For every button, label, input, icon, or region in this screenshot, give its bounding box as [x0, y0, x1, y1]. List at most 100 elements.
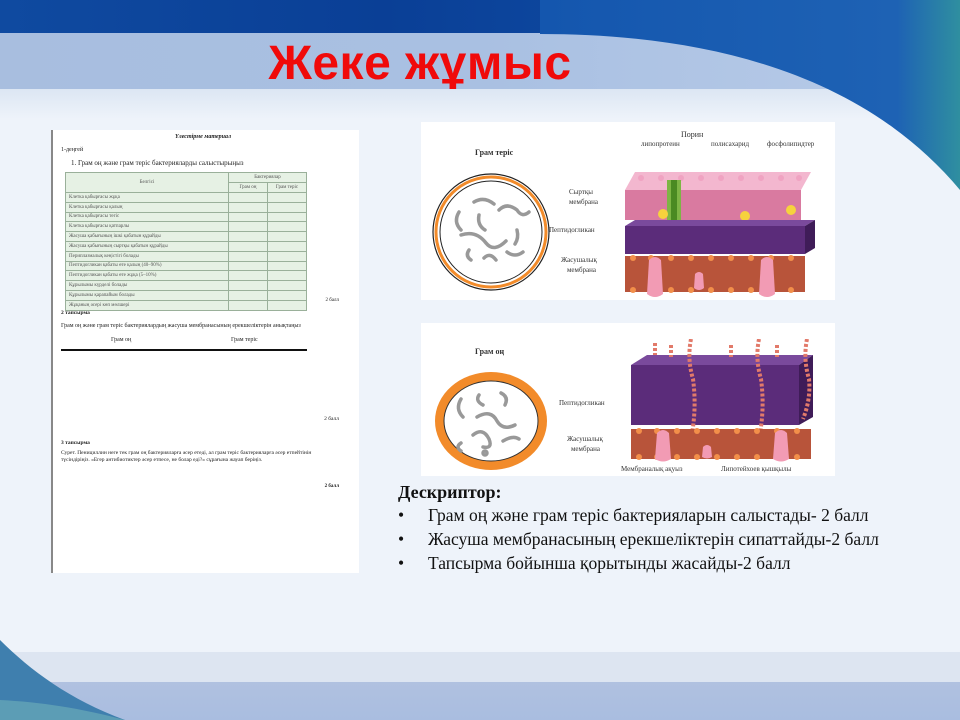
footer-wave-decoration [0, 640, 125, 720]
table-cell [267, 270, 307, 282]
title-band-shade [0, 89, 960, 119]
table-cell [267, 240, 307, 252]
table-cell: Жасуша қабығының ішкі қабатын құрайды [65, 231, 229, 242]
table-cell: Пептидогликан қабаты өте жұқа (5–10%) [65, 270, 229, 282]
worksheet-preview: Үлестірме материал 1-деңгей 1. Грам оң ж… [51, 130, 359, 573]
table-row: Жасуша қабығының ішкі қабатын құрайды [65, 231, 307, 242]
table-cell: Жасуша қабығының сыртқы қабатын құрайды [65, 240, 229, 252]
bullet-icon: • [398, 505, 405, 525]
table-header-gram-positive: Грам оң [228, 182, 268, 193]
outer-membrane-label-1: Сыртқы [569, 188, 593, 196]
table-row: Периплазмалық кеңістігі болады [65, 250, 307, 262]
gram-positive-figure: Грам оң Пептидогликан Жасушалық мембрана… [421, 323, 835, 476]
descriptor-item-text: Тапсырма бойынша қорытынды жасайды-2 бал… [428, 553, 791, 573]
descriptor-item-text: Грам оң және грам теріс бактерияларын са… [428, 505, 869, 525]
table-cell [228, 192, 268, 203]
worksheet-section-2: 2 тапсырма [61, 310, 90, 316]
table-cell: Клетка қабырғасы жұқа [65, 192, 229, 203]
table-cell: Клетка қабырғасы тегіс [65, 211, 229, 223]
gram-negative-cell-icon [432, 173, 550, 291]
worksheet-score-3: 2 балл [324, 484, 339, 489]
table-cell: Пептидогликан қабаты өте қалың (40–90%) [65, 260, 229, 272]
footer-band-light [0, 652, 960, 682]
descriptor-item: • Тапсырма бойынша қорытынды жасайды-2 б… [398, 551, 938, 575]
cell-membrane-label-1: Жасушалық [567, 435, 603, 443]
outer-membrane-label-2: мембрана [569, 198, 598, 206]
gram-positive-cell-icon [435, 372, 547, 470]
phospholipids-label: фосфолипидтер [767, 140, 815, 148]
worksheet-divider [61, 349, 307, 351]
worksheet-section-3: 3 тапсырма [61, 440, 90, 446]
cell-membrane-label-2: мембрана [571, 445, 600, 453]
gram-negative-figure: Грам теріс Порин липопротеин полисахарид… [421, 122, 835, 300]
membrane-protein-label: Мембраналық ақуыз [621, 465, 683, 473]
worksheet-section-1: 1-деңгей [61, 147, 84, 153]
worksheet-score-2: 2 балл [324, 416, 339, 422]
lipoprotein-label: липопротеин [641, 140, 680, 148]
descriptor-item: • Жасуша мембранасының ерекшеліктерін си… [398, 527, 938, 551]
table-row: Клетка қабырғасы қатпарлы [65, 221, 307, 233]
table-cell [267, 192, 307, 203]
peptidoglycan-label: Пептидогликан [559, 399, 605, 407]
table-cell [267, 280, 307, 291]
descriptor-item-text: Жасуша мембранасының ерекшеліктерін сипа… [428, 529, 879, 549]
table-cell: Құрылымы қарапайым болады [65, 289, 229, 301]
descriptor-block: Дескриптор: • Грам оң және грам теріс ба… [398, 481, 938, 575]
table-cell [228, 270, 268, 282]
table-cell [267, 201, 307, 213]
table-cell [267, 250, 307, 262]
table-row: Жұқаның әсері көп мөлшері [65, 299, 307, 311]
slide-title: Жеке жұмыс [268, 37, 572, 90]
table-cell [267, 221, 307, 233]
table-cell [267, 299, 307, 311]
table-cell [228, 211, 268, 223]
table-row: Құрылымы күрделі болады [65, 280, 307, 291]
peptidoglycan-label: Пептидогликан [549, 226, 595, 234]
bullet-icon: • [398, 553, 405, 573]
table-cell [228, 231, 268, 242]
table-row: Пептидогликан қабаты өте жұқа (5–10%) [65, 270, 307, 282]
porin-label: Порин [681, 130, 704, 139]
gram-positive-membrane-icon [631, 339, 813, 462]
worksheet-question-2: Грам оң және грам теріс бактериялардың ж… [61, 323, 301, 329]
gram-positive-label: Грам оң [475, 347, 505, 356]
table-cell [228, 201, 268, 213]
descriptor-item: • Грам оң және грам теріс бактерияларын … [398, 503, 938, 527]
table-row: Клетка қабырғасы қалың [65, 201, 307, 213]
cell-membrane-label-2: мембрана [567, 266, 596, 274]
table-cell [267, 211, 307, 223]
descriptor-heading: Дескриптор: [398, 482, 502, 502]
table-row: Клетка қабырғасы жұқа [65, 192, 307, 203]
table-cell: Құрылымы күрделі болады [65, 280, 229, 291]
corner-wave-decoration [540, 0, 960, 190]
worksheet-question-3: Сурет. Пенициллин неге тек грам оң бакте… [61, 450, 312, 463]
table-row: Жасуша қабығының сыртқы қабатын құрайды [65, 240, 307, 252]
footer-band [0, 682, 960, 720]
table-cell: Клетка қабырғасы қатпарлы [65, 221, 229, 233]
table-header-gram-negative: Грам теріс [267, 182, 307, 193]
worksheet-question-1: 1. Грам оң және грам теріс бактерияларды… [71, 159, 244, 167]
table-header-group: Бактериялар [228, 172, 307, 183]
worksheet-column-gram-negative: Грам теріс [231, 337, 258, 343]
table-cell [228, 299, 268, 311]
table-row: Пептидогликан қабаты өте қалың (40–90%) [65, 260, 307, 272]
table-cell: Жұқаның әсері көп мөлшері [65, 299, 229, 311]
lipoteichoic-acid-label: Липотейхоев қышқылы [721, 465, 792, 473]
table-cell [228, 240, 268, 252]
table-cell [228, 250, 268, 262]
table-cell [267, 289, 307, 301]
polysaccharide-label: полисахарид [711, 140, 750, 148]
worksheet-column-gram-positive: Грам оң [111, 337, 132, 343]
table-cell [228, 280, 268, 291]
table-cell [228, 221, 268, 233]
table-cell: Периплазмалық кеңістігі болады [65, 250, 229, 262]
table-header-row: Белгісі Бактериялар [65, 172, 307, 193]
worksheet-title: Үлестірме материал [174, 134, 232, 140]
cell-membrane-label-1: Жасушалық [561, 256, 597, 264]
table-cell [267, 231, 307, 242]
table-cell [228, 289, 268, 301]
table-cell [267, 260, 307, 272]
table-cell: Клетка қабырғасы қалың [65, 201, 229, 213]
bullet-icon: • [398, 529, 405, 549]
worksheet-score-1: 2 балл [325, 298, 339, 303]
